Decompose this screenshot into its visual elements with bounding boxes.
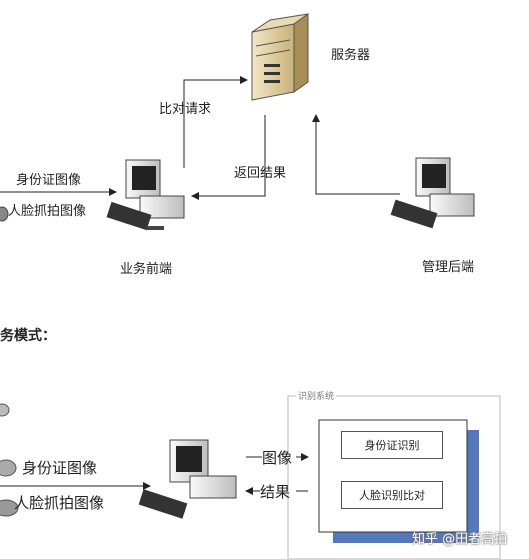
id-image-label: 身份证图像: [16, 173, 82, 188]
frontend-label: 业务前端: [120, 262, 173, 277]
server-icon: [251, 13, 309, 101]
result-arrow-label: 结果: [260, 483, 291, 501]
frontend-computer-icon-bottom: [138, 439, 237, 519]
server-label: 服务器: [331, 48, 371, 63]
watermark: 知乎 @田者高拍: [412, 532, 508, 547]
frontend-computer-icon: [106, 159, 185, 231]
image-arrow-label: 图像: [262, 449, 293, 467]
face-image-label: 人脸抓拍图像: [8, 204, 87, 219]
backend-label: 管理后端: [422, 260, 475, 275]
request-label: 比对请求: [159, 102, 212, 117]
system-title: 识别系统: [296, 389, 337, 402]
section-title: 务模式：: [0, 328, 56, 344]
id-recognition-box: 身份证识别: [341, 431, 443, 459]
return-label: 返回结果: [234, 166, 287, 181]
id-image-label-bottom: 身份证图像: [22, 459, 98, 477]
return-arrow: [191, 115, 266, 200]
request-arrow: [183, 76, 248, 168]
face-recognition-label: 人脸识别比对: [359, 489, 425, 502]
camera-icon-bottom: [0, 403, 19, 517]
id-recognition-label: 身份证识别: [364, 439, 420, 452]
backend-link-arrow: [312, 114, 400, 195]
face-image-label-bottom: 人脸抓拍图像: [14, 494, 105, 512]
face-recognition-box: 人脸识别比对: [341, 481, 443, 509]
camera-icon: [0, 206, 9, 222]
backend-computer-icon: [390, 157, 475, 229]
